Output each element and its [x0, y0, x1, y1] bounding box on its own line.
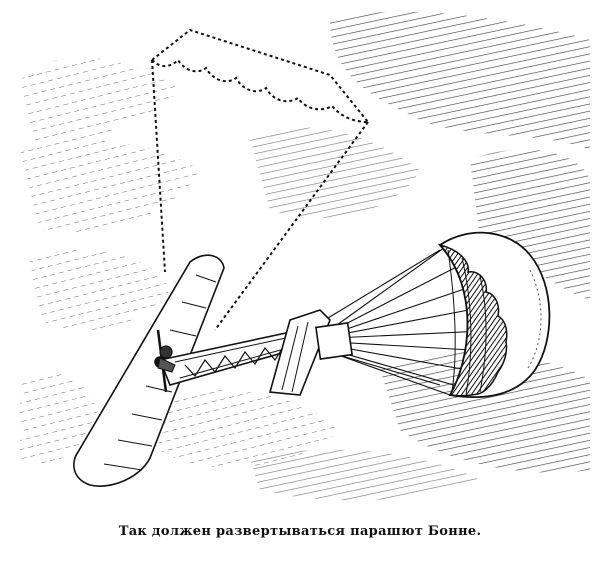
pilot [157, 345, 176, 373]
deployed-parachute [437, 231, 551, 398]
cloud-hatching [20, 11, 590, 501]
monoplane [73, 254, 353, 487]
illustration [20, 11, 590, 501]
dashed-canopy-outline [151, 28, 369, 331]
figure-caption: Так должен развертываться парашют Бонне. [118, 524, 482, 539]
